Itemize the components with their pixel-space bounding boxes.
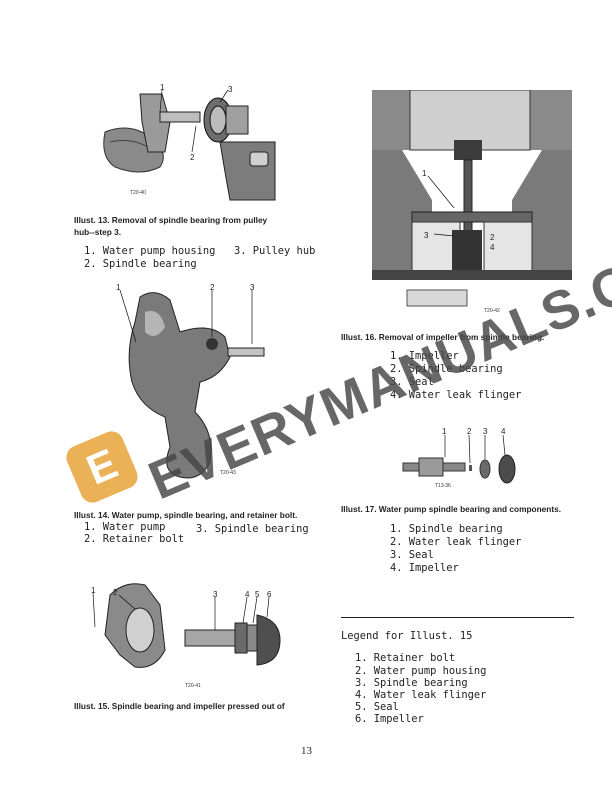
illust-14-callout-1: 1: [116, 283, 121, 292]
illust-17-callout-4: 4: [501, 427, 506, 436]
illust-17-callout-2: 2: [467, 427, 472, 436]
legend-divider: [341, 617, 574, 618]
illust-17-photo: 1 2 3 4 T13-36: [395, 425, 530, 493]
illust-15-callout-5: 5: [255, 590, 260, 599]
illust-15-callout-2: 2: [113, 588, 118, 597]
illust-13-callout-3: 3: [228, 85, 233, 94]
illust-16-item-3: 3. Seal: [390, 376, 434, 388]
illust-13-item-2: 2. Spindle bearing: [84, 258, 197, 270]
illust-15-callout-6: 6: [267, 590, 272, 599]
illust-16-callout-1: 1: [422, 169, 427, 178]
legend-15-item-3: 3. Spindle bearing: [355, 677, 468, 689]
illust-14-photo: 1 2 3 T20-43: [100, 282, 280, 502]
illust-13-photo: 1 2 3 T20-40: [100, 82, 280, 202]
illust-16-callout-2: 2: [490, 233, 495, 242]
illust-16-callout-4: 4: [490, 243, 495, 252]
illust-15-callout-1: 1: [91, 586, 96, 595]
legend-15-item-5: 5. Seal: [355, 701, 399, 713]
illust-16-item-4: 4. Water leak flinger: [390, 389, 522, 401]
illust-16-callout-3: 3: [424, 231, 429, 240]
illust-13-item-3: 3. Pulley hub: [234, 245, 316, 257]
illust-16-photo: 1 3 2 4 T20-42: [372, 90, 572, 320]
illust-14-code: T20-43: [220, 470, 236, 476]
illust-17-caption: Illust. 17. Water pump spindle bearing a…: [341, 504, 562, 514]
illust-15-code: T20-41: [185, 683, 201, 689]
illust-16-code: T20-42: [484, 308, 500, 314]
legend-15-item-4: 4. Water leak flinger: [355, 689, 487, 701]
illust-14-callout-2: 2: [210, 283, 215, 292]
illust-17-item-3: 3. Seal: [390, 549, 434, 561]
illust-13-callout-1: 1: [160, 83, 165, 92]
legend-15-item-1: 1. Retainer bolt: [355, 652, 456, 664]
illust-13-caption-line2: hub--step 3.: [74, 227, 122, 237]
illust-17-item-2: 2. Water leak flinger: [390, 536, 522, 548]
illust-16-item-1: 1. Impeller: [390, 350, 459, 362]
legend-15-item-2: 2. Water pump housing: [355, 665, 487, 677]
illust-14-item-3: 3. Spindle bearing: [196, 523, 309, 535]
illust-13-caption-line1: Illust. 13. Removal of spindle bearing f…: [74, 215, 268, 225]
illust-15-caption: Illust. 15. Spindle bearing and impeller…: [74, 701, 285, 711]
illust-13-code: T20-40: [130, 190, 146, 196]
illust-14-item-2: 2. Retainer bolt: [84, 533, 185, 545]
page-number: 13: [301, 745, 312, 757]
illust-15-callout-4: 4: [245, 590, 250, 599]
illust-14-caption: Illust. 14. Water pump, spindle bearing,…: [74, 510, 298, 520]
illust-14-callout-3: 3: [250, 283, 255, 292]
illust-14-item-1: 1. Water pump: [84, 521, 166, 533]
illust-17-callout-1: 1: [442, 427, 447, 436]
illust-16-item-2: 2. Spindle bearing: [390, 363, 503, 375]
illust-17-code: T13-36: [435, 483, 451, 489]
illust-15-callout-3: 3: [213, 590, 218, 599]
illust-16-caption: Illust. 16. Removal of impeller from spi…: [341, 332, 545, 342]
illust-13-item-1: 1. Water pump housing: [84, 245, 216, 257]
illust-17-item-1: 1. Spindle bearing: [390, 523, 503, 535]
illust-15-photo: 1 2 3 4 5 6 T20-41: [85, 575, 295, 690]
illust-17-callout-3: 3: [483, 427, 488, 436]
legend-15-title: Legend for Illust. 15: [341, 630, 473, 642]
illust-13-callout-2: 2: [190, 153, 195, 162]
watermark-logo: E: [60, 425, 144, 509]
illust-17-item-4: 4. Impeller: [390, 562, 459, 574]
legend-15-item-6: 6. Impeller: [355, 713, 424, 725]
